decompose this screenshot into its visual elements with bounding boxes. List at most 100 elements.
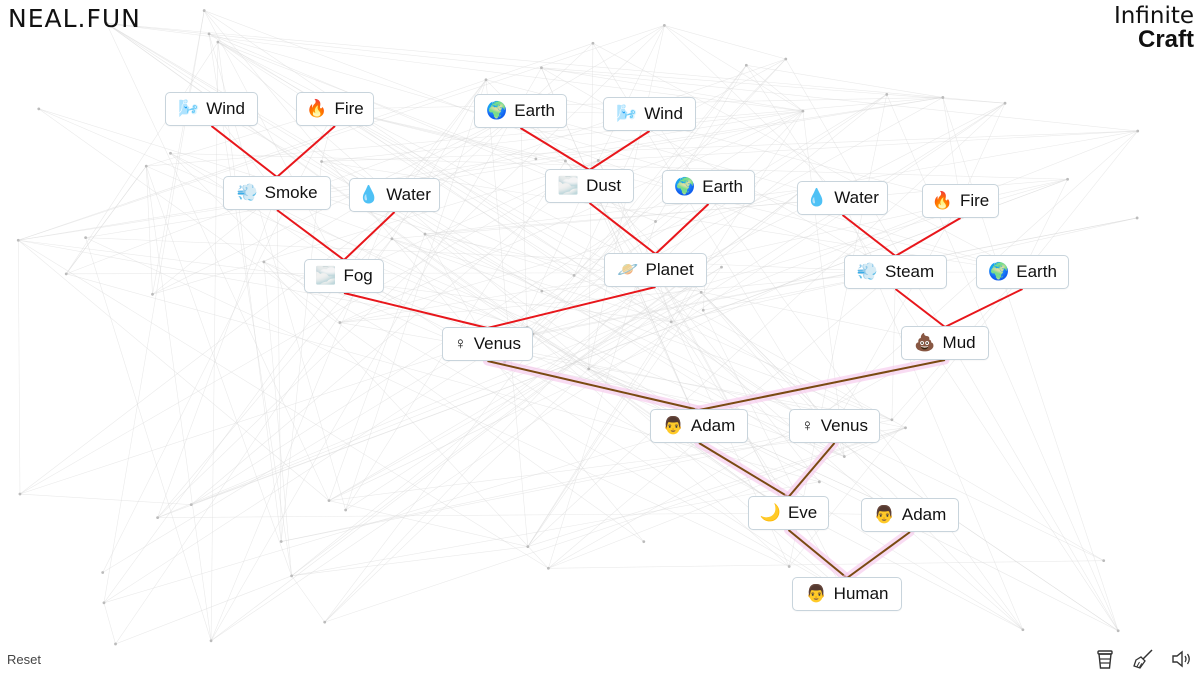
network-line xyxy=(520,110,803,191)
item-water[interactable]: 💧Water xyxy=(349,178,440,212)
network-line xyxy=(391,238,789,514)
network-dot xyxy=(169,151,172,155)
item-label: Steam xyxy=(885,262,935,281)
item-planet[interactable]: 🪐Planet xyxy=(604,253,707,287)
network-dot xyxy=(151,292,154,296)
item-label: Venus xyxy=(820,416,868,435)
mud-icon: 💩 xyxy=(914,333,936,352)
network-dot xyxy=(344,508,348,512)
network-line xyxy=(191,178,1068,505)
item-wind[interactable]: 🌬️Wind xyxy=(165,92,258,126)
item-earth[interactable]: 🌍Earth xyxy=(474,94,567,128)
item-wind[interactable]: 🌬️Wind xyxy=(603,97,696,131)
item-venus[interactable]: ♀Venus xyxy=(442,327,533,361)
network-dot xyxy=(484,78,488,82)
network-line xyxy=(157,192,278,518)
speaker-icon[interactable] xyxy=(1170,648,1192,670)
recipe-link xyxy=(787,529,848,579)
network-dot xyxy=(817,480,821,484)
item-fog[interactable]: 🌫️Fog xyxy=(304,259,384,293)
network-line xyxy=(328,500,528,547)
network-line xyxy=(263,261,292,576)
network-line xyxy=(18,240,549,569)
recipe-link xyxy=(343,211,396,261)
network-dot xyxy=(801,109,805,113)
item-dust[interactable]: 🌫️Dust xyxy=(545,169,634,203)
item-label: Adam xyxy=(901,505,947,524)
wind-icon: 🌬️ xyxy=(616,104,638,123)
brand-logo[interactable]: NEAL.FUN xyxy=(8,4,141,33)
network-line xyxy=(532,94,887,335)
broom-icon[interactable] xyxy=(1132,648,1154,670)
item-earth[interactable]: 🌍Earth xyxy=(976,255,1069,289)
network-line xyxy=(152,160,599,295)
item-label: Planet xyxy=(645,260,694,279)
network-line xyxy=(38,108,644,542)
network-line xyxy=(527,102,1006,547)
network-dot xyxy=(540,66,543,70)
network-line xyxy=(802,130,1138,191)
item-human[interactable]: 👨Human xyxy=(792,577,902,611)
item-eve[interactable]: 🌙Eve xyxy=(748,496,829,530)
network-dot xyxy=(572,273,576,277)
recipe-link xyxy=(787,442,836,498)
item-label: Fire xyxy=(959,191,990,210)
network-dot xyxy=(290,574,294,578)
network-dot xyxy=(327,499,331,503)
network-line xyxy=(170,153,341,323)
network-dot xyxy=(216,40,220,44)
logo-line-2: Craft xyxy=(1137,26,1194,53)
network-dot xyxy=(540,289,544,293)
network-line xyxy=(532,217,1138,335)
item-venus[interactable]: ♀Venus xyxy=(789,409,880,443)
network-dot xyxy=(423,232,427,236)
item-mud[interactable]: 💩Mud xyxy=(901,326,989,360)
item-steam[interactable]: 💨Steam xyxy=(844,255,947,289)
item-label: Smoke xyxy=(264,183,318,202)
venus-icon: ♀ xyxy=(453,334,467,353)
network-dot xyxy=(787,565,791,568)
network-dot xyxy=(596,159,600,162)
network-line xyxy=(157,25,665,518)
network-line xyxy=(526,327,1024,631)
network-line xyxy=(485,79,529,547)
coffee-cup-icon[interactable] xyxy=(1094,648,1116,670)
network-line xyxy=(263,25,665,263)
network-line xyxy=(328,200,961,501)
item-earth[interactable]: 🌍Earth xyxy=(662,170,755,204)
network-line xyxy=(328,233,426,501)
item-fire[interactable]: 🔥Fire xyxy=(922,184,999,218)
network-line xyxy=(103,602,116,645)
recipe-link xyxy=(487,286,656,329)
item-water[interactable]: 💧Water xyxy=(797,181,888,215)
network-line xyxy=(170,152,1068,180)
item-fire[interactable]: 🔥Fire xyxy=(296,92,374,126)
network-dot xyxy=(669,320,673,324)
item-label: Water xyxy=(386,185,431,204)
item-adam[interactable]: 👨 Adam xyxy=(861,498,959,532)
network-dot xyxy=(16,238,20,242)
network-line xyxy=(291,575,325,623)
network-dot xyxy=(390,237,394,241)
recipe-link xyxy=(846,531,911,579)
network-dot xyxy=(323,620,327,624)
network-dot xyxy=(320,160,323,163)
item-adam[interactable]: 👨Adam xyxy=(650,409,748,443)
network-dot xyxy=(701,308,705,312)
network-line xyxy=(942,97,961,202)
network-dot xyxy=(885,92,889,96)
network-line xyxy=(106,23,1138,132)
network-line xyxy=(328,266,722,501)
item-label: Adam xyxy=(690,416,736,435)
network-line xyxy=(263,261,549,569)
adam-icon: 👨 xyxy=(873,505,895,524)
network-line xyxy=(146,97,943,167)
network-dot xyxy=(202,9,206,12)
network-line xyxy=(891,271,896,420)
network-line xyxy=(17,240,21,495)
network-dot xyxy=(207,32,211,36)
item-smoke[interactable]: 💨Smoke xyxy=(223,176,331,210)
network-line xyxy=(589,185,700,427)
reset-button[interactable]: Reset xyxy=(7,652,41,667)
network-line xyxy=(588,43,594,369)
